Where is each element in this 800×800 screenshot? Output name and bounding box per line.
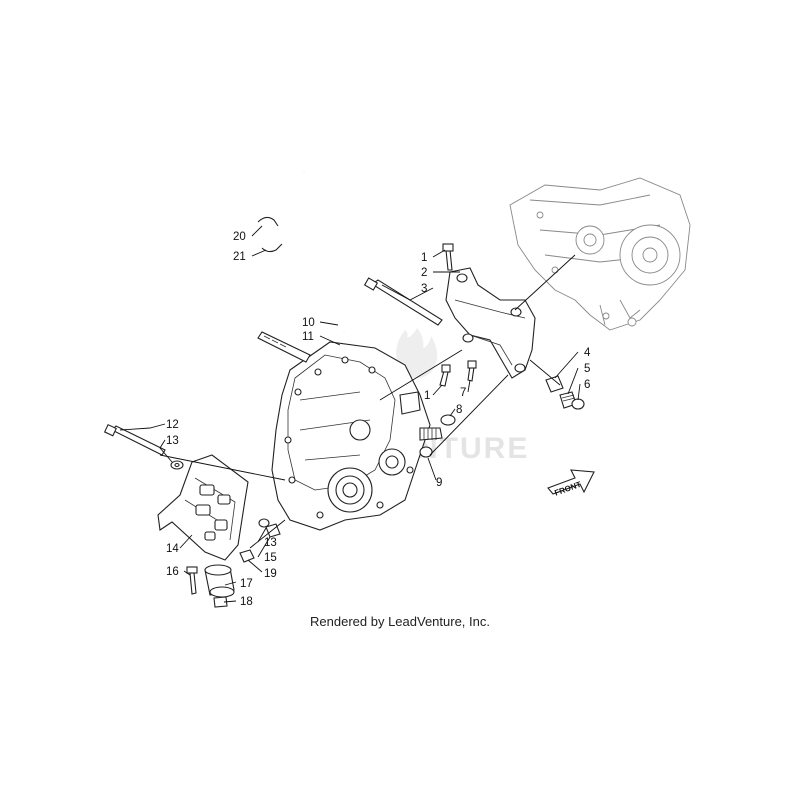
callout-7: 7 (460, 387, 466, 399)
vent-tube (296, 171, 356, 333)
leader-lines (119, 225, 581, 603)
callout-18: 18 (240, 596, 253, 608)
callout-4: 4 (584, 347, 591, 359)
bolt-1b (439, 364, 451, 387)
callout-2: 2 (421, 267, 427, 279)
washer-8 (440, 414, 456, 426)
bolt-7 (467, 360, 477, 382)
washer-13a (170, 460, 184, 470)
hose-clips (257, 216, 283, 253)
callout-21: 21 (233, 251, 246, 263)
engine-assembly (509, 177, 691, 331)
callout-3: 3 (421, 283, 427, 295)
callout-13a: 13 (166, 435, 179, 447)
mount-plate (157, 454, 249, 561)
callout-13b: 13 (264, 537, 277, 549)
bolt-1a (442, 243, 454, 271)
long-bolt (363, 277, 443, 326)
callouts: 1 2 3 1 4 5 6 7 8 9 10 11 12 13 13 14 15… (166, 231, 591, 608)
mount-bracket (445, 267, 536, 379)
rubber-mount (204, 564, 235, 598)
nut-19 (239, 549, 255, 563)
washer-9 (419, 446, 433, 458)
callout-16: 16 (166, 566, 179, 578)
callout-9: 9 (436, 477, 442, 489)
bolt-16 (186, 566, 198, 595)
callout-1a: 1 (421, 252, 427, 264)
footer-credit: Rendered by LeadVenture, Inc. (310, 614, 490, 629)
washer-13b (258, 518, 270, 528)
callout-1b: 1 (424, 390, 430, 402)
transmission-housing (271, 341, 431, 531)
callout-11: 11 (302, 331, 314, 343)
nut-18 (213, 596, 228, 608)
callout-5: 5 (584, 363, 590, 375)
watermark-flame-icon (396, 328, 438, 378)
front-direction-arrow: FRONT (547, 469, 595, 498)
callout-20: 20 (233, 231, 246, 243)
callout-19: 19 (264, 568, 277, 580)
callout-12: 12 (166, 419, 179, 431)
rear-mount-bolt (103, 423, 166, 456)
callout-14: 14 (166, 543, 179, 555)
callout-8: 8 (456, 404, 462, 416)
callout-10: 10 (302, 317, 315, 329)
output-shaft-front (419, 427, 443, 441)
callout-15: 15 (264, 552, 277, 564)
nut-4 (545, 375, 564, 393)
output-shaft-rear (257, 331, 311, 363)
callout-6: 6 (584, 379, 590, 391)
washer-6 (571, 398, 585, 410)
callout-17: 17 (240, 578, 253, 590)
